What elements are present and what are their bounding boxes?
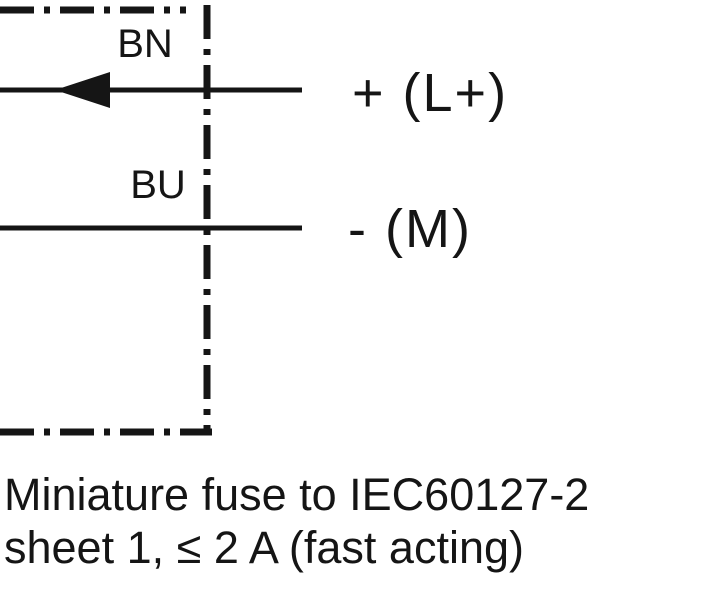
fuse-note-line1: Miniature fuse to IEC60127-2: [4, 469, 590, 520]
fuse-note-line2: sheet 1, ≤ 2 A (fast acting): [4, 522, 524, 574]
fuse-note: Miniature fuse to IEC60127-2 sheet 1, ≤ …: [4, 468, 589, 574]
wire-bn-label: BN: [117, 22, 173, 66]
wire-arrow-left-icon: [55, 72, 110, 108]
terminal-plus-label: + (L+): [352, 63, 509, 123]
terminal-minus-label: - (M): [348, 199, 472, 259]
wire-bu-label: BU: [130, 163, 186, 207]
